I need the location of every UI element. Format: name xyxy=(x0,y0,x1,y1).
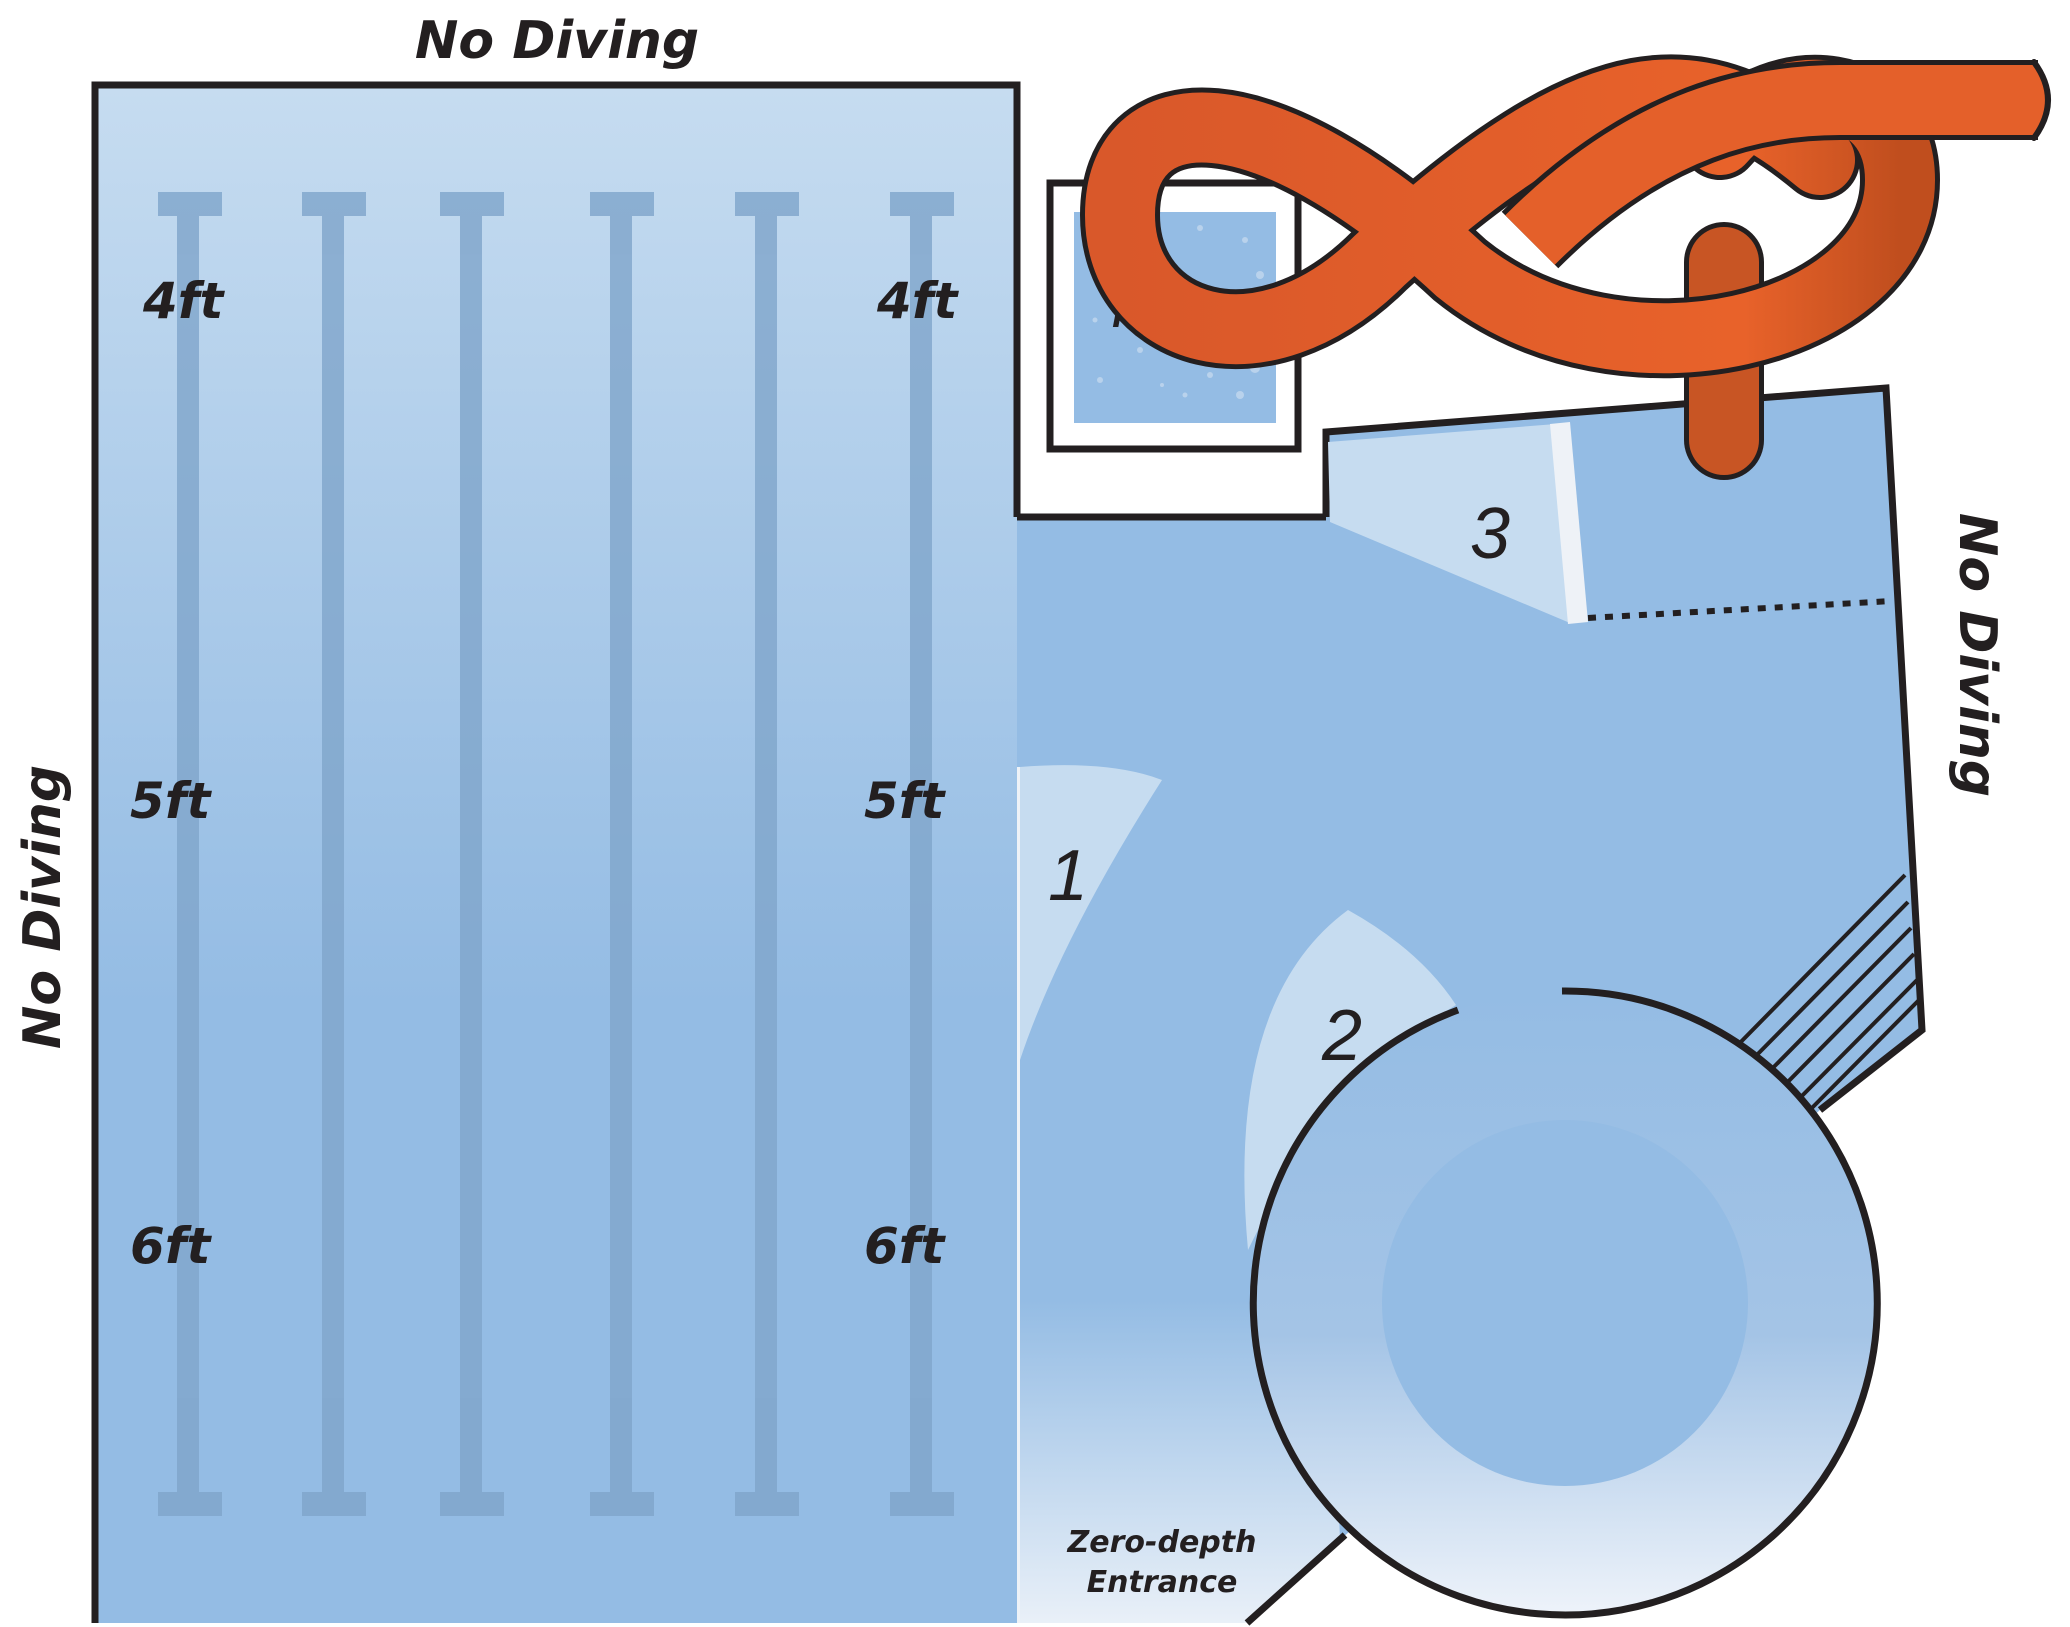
zero-depth-area xyxy=(1016,1300,1340,1623)
landing-2-label: 2 xyxy=(1321,996,1362,1076)
depth-marker-right-6ft: 6ft xyxy=(864,1217,947,1275)
pool-steps xyxy=(1726,873,1921,1124)
water-slide-icon xyxy=(1080,54,2051,480)
zero-depth-label: Zero-depth Entrance xyxy=(1067,1525,1257,1600)
zero-depth-line2: Entrance xyxy=(1087,1565,1238,1600)
lane-lines xyxy=(158,192,954,1516)
no-diving-top-sign: No Diving xyxy=(415,11,699,71)
depth-marker-left-6ft: 6ft xyxy=(130,1217,213,1275)
depth-marker-right-4ft: 4ft xyxy=(876,272,960,330)
depth-marker-left-5ft: 5ft xyxy=(130,772,213,830)
landing-3-label: 3 xyxy=(1470,494,1510,574)
no-diving-left-sign: No Diving xyxy=(13,765,73,1049)
no-diving-right-sign: No Diving xyxy=(1947,513,2007,797)
slide-landing-3: 3 xyxy=(1328,422,1893,624)
depth-marker-left-4ft: 4ft xyxy=(142,272,226,330)
lap-pool: 4ft 5ft 6ft 4ft 5ft 6ft xyxy=(91,81,1021,1623)
depth-marker-right-5ft: 5ft xyxy=(864,772,947,830)
zero-depth-line1: Zero-depth xyxy=(1067,1525,1257,1560)
leisure-pool xyxy=(996,384,1926,1626)
landing-1-label: 1 xyxy=(1048,836,1088,916)
round-pool xyxy=(1249,987,1881,1619)
